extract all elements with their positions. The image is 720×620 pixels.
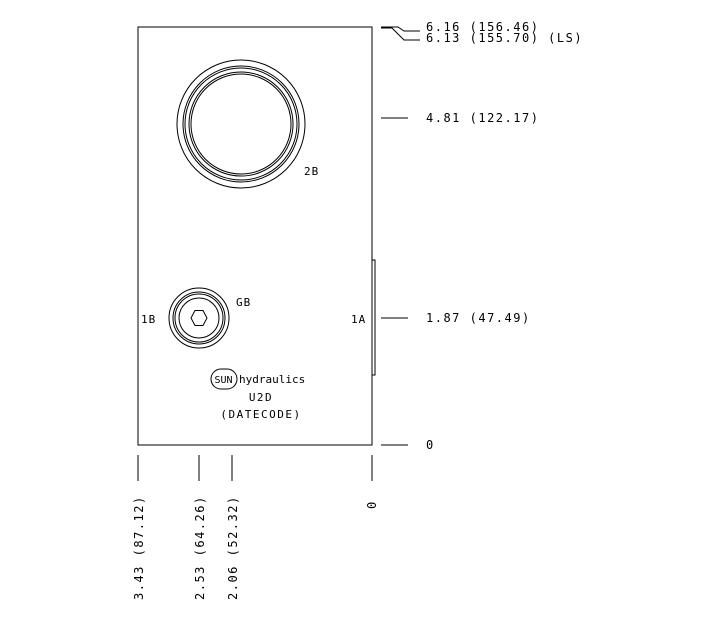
dim-343-text: 3.43 (87.12) bbox=[132, 495, 146, 600]
port-2b-ring-4 bbox=[188, 71, 294, 177]
dim-481-text: 4.81 (122.17) bbox=[426, 111, 539, 125]
logo-wordmark: hydraulics bbox=[239, 373, 305, 386]
port-gb-bore bbox=[178, 297, 220, 339]
port-1a-label: 1A bbox=[351, 313, 366, 326]
hex-socket-plug-icon bbox=[190, 310, 208, 326]
dim-253-text: 2.53 (64.26) bbox=[193, 495, 207, 600]
port-gb-label: GB bbox=[236, 296, 251, 309]
side-relief-outline bbox=[372, 259, 376, 376]
port-1b-label: 1B bbox=[141, 313, 156, 326]
port-2b-outer-ring bbox=[176, 59, 306, 189]
logo-badge-text: SUN bbox=[215, 375, 233, 386]
dim-613-text: 6.13 (155.70) (LS) bbox=[426, 31, 583, 45]
port-gb-ring-3 bbox=[174, 293, 224, 343]
model-code: U2D bbox=[249, 391, 273, 404]
dim-206-text: 2.06 (52.32) bbox=[226, 495, 240, 600]
port-2b-ring-2 bbox=[182, 65, 300, 183]
port-2b-bore bbox=[190, 73, 292, 175]
datecode-label: (DATECODE) bbox=[220, 408, 301, 421]
port-2b-label: 2B bbox=[304, 165, 319, 178]
port-gb-outer-ring bbox=[168, 287, 230, 349]
port-2b-ring-3 bbox=[184, 67, 298, 181]
manifold-body-outline bbox=[137, 26, 373, 446]
logo-badge-outline bbox=[210, 368, 238, 390]
dim-leader-616 bbox=[381, 26, 420, 32]
dim-0-bottom-text: 0 bbox=[365, 500, 379, 509]
dim-187-text: 1.87 (47.49) bbox=[426, 311, 531, 325]
dim-616-text: 6.16 (156.46) bbox=[426, 20, 539, 34]
port-gb bbox=[168, 287, 230, 349]
port-2b bbox=[176, 59, 306, 189]
sun-hydraulics-logo-icon: SUN hydraulics bbox=[210, 368, 305, 390]
dim-0-right-text: 0 bbox=[426, 438, 435, 452]
port-gb-ring-2 bbox=[172, 291, 226, 345]
dim-leader-613 bbox=[381, 27, 420, 41]
